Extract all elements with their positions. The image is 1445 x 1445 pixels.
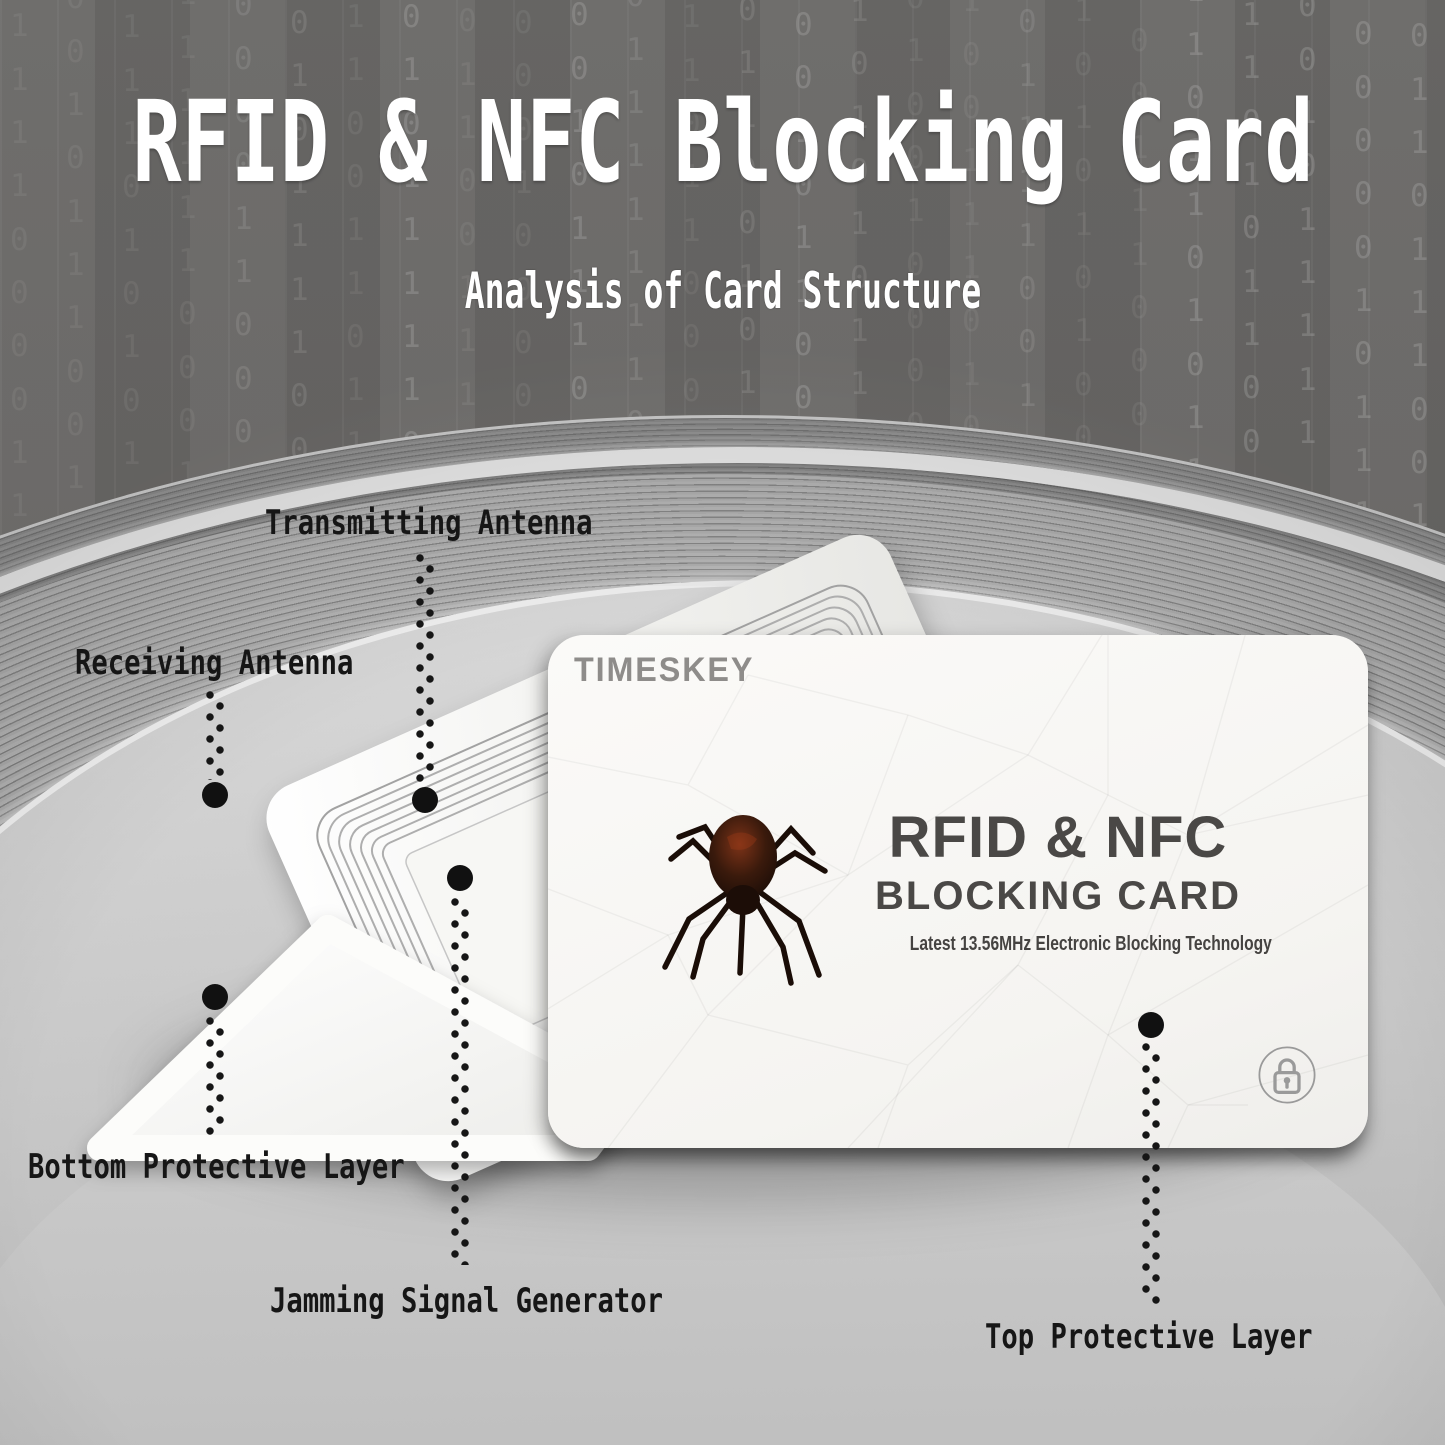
card-tagline: Latest 13.56MHz Electronic Blocking Tech… (909, 933, 1272, 955)
binary-column: 0 1 1 0 1 1 0 1 0 1 1 0 (1186, 0, 1205, 552)
spiderweb-pattern (548, 635, 1368, 1148)
binary-column: 0 1 1 1 1 1 1 0 0 0 1 1 (178, 0, 197, 555)
leader-receiving (205, 690, 225, 780)
leader-top-layer (1141, 1042, 1161, 1304)
binary-column: 1 0 0 1 0 1 1 1 1 1 (1298, 0, 1317, 460)
label-jamming-signal-generator: Jamming Signal Generator (270, 1281, 664, 1321)
blocking-card-front: TIMESKEY (548, 635, 1368, 1148)
binary-column: 0 1 1 0 0 1 0 1 1 1 (738, 0, 757, 517)
binary-column: 0 0 0 0 0 1 1 0 0 0 1 (234, 0, 253, 512)
pointer-dot-top-layer (1138, 1012, 1164, 1038)
pointer-dot-jamming (447, 865, 473, 891)
pointer-dot-bottom-layer (202, 984, 228, 1010)
brand-logo: TIMESKEY (574, 651, 755, 689)
spider-icon (643, 795, 843, 990)
padlock-icon (1257, 1045, 1317, 1105)
label-bottom-protective-layer: Bottom Protective Layer (28, 1147, 405, 1187)
label-top-protective-layer: Top Protective Layer (985, 1317, 1313, 1357)
label-transmitting-antenna: Transmitting Antenna (265, 503, 593, 543)
label-receiving-antenna: Receiving Antenna (75, 643, 354, 683)
leader-bottom-layer (205, 1016, 225, 1138)
card-title-line1: RFID & NFC (888, 805, 1228, 870)
page-subtitle: Analysis of Card Structure (464, 262, 981, 320)
binary-column: 1 0 1 1 1 1 0 0 1 1 (1018, 0, 1037, 476)
page-title: RFID & NFC Blocking Card (131, 78, 1314, 208)
pointer-dot-transmitting (412, 787, 438, 813)
card-text-block: RFID & NFC BLOCKING CARD Latest 13.56MHz… (868, 805, 1272, 956)
leader-jamming (450, 897, 470, 1265)
pointer-dot-receiving (202, 782, 228, 808)
card-title-line2: BLOCKING CARD (875, 874, 1241, 918)
leader-transmitting (415, 553, 435, 785)
